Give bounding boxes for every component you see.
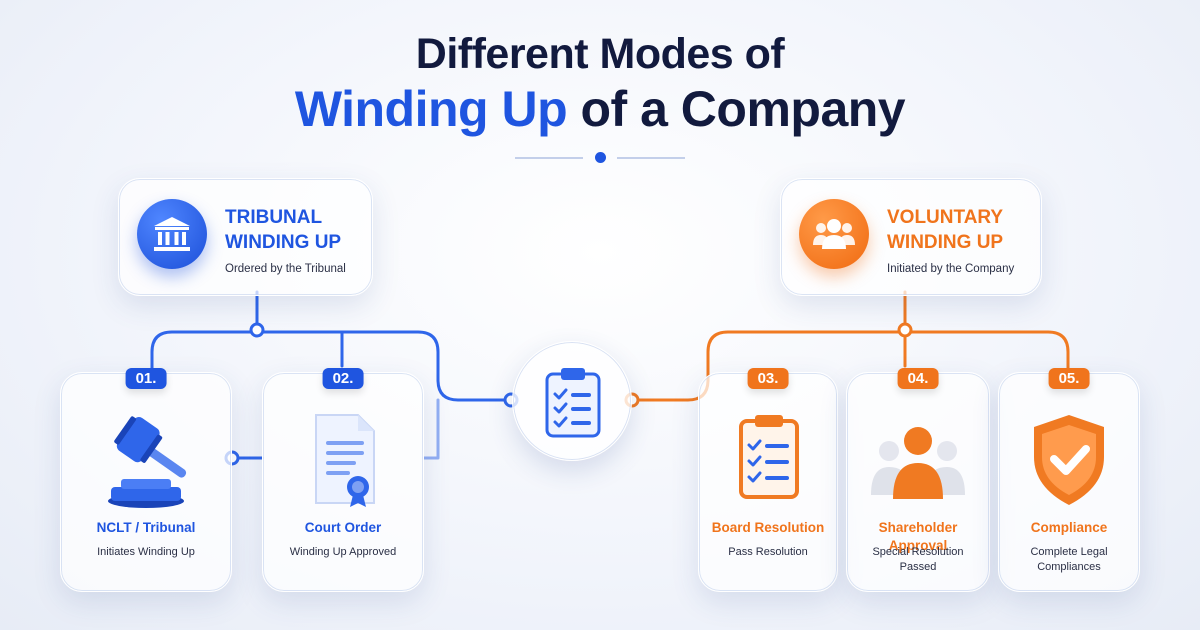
step-number-03: 03. bbox=[747, 368, 789, 389]
step-number-01: 01. bbox=[125, 368, 167, 389]
title-accent: Winding Up bbox=[294, 81, 568, 137]
voluntary-node bbox=[897, 322, 913, 338]
step-desc-05-line1: Complete Legal bbox=[1030, 546, 1108, 558]
step-title-05: Compliance bbox=[1030, 520, 1108, 535]
title-line-2: Winding Up of a Company bbox=[0, 80, 1200, 138]
step-number-04: 04. bbox=[897, 368, 939, 389]
step-title-02: Court Order bbox=[304, 520, 382, 535]
title-line-1: Different Modes of bbox=[415, 30, 785, 78]
voluntary-mode-box: VOLUNTARY WINDING UP Initiated by the Co… bbox=[780, 178, 1042, 296]
central-hub bbox=[512, 341, 632, 461]
step-desc-04-line2: Passed bbox=[899, 561, 937, 573]
step-card-02: 02. Court Order Winding Up Approved bbox=[262, 368, 424, 592]
certificate-document-icon bbox=[315, 414, 375, 507]
step-desc-03: Pass Resolution bbox=[728, 546, 808, 558]
voluntary-title-line1: VOLUNTARY bbox=[887, 207, 1004, 228]
step-card-01: 01. NCLT / Tribunal Initiates Winding Up bbox=[60, 368, 232, 592]
step-title-01: NCLT / Tribunal bbox=[96, 520, 196, 535]
tribunal-node bbox=[249, 322, 265, 338]
clipboard-checklist-icon bbox=[545, 368, 601, 438]
shield-check-icon bbox=[1034, 415, 1104, 505]
clipboard-checklist-icon bbox=[739, 415, 799, 499]
people-icon bbox=[871, 427, 965, 499]
voluntary-title: VOLUNTARY WINDING UP bbox=[887, 205, 1037, 255]
step2-to-branch bbox=[422, 398, 440, 460]
step-number-02: 02. bbox=[322, 368, 364, 389]
tribunal-mode-box: TRIBUNAL WINDING UP Ordered by the Tribu… bbox=[118, 178, 373, 296]
step-title-03: Board Resolution bbox=[711, 520, 825, 535]
step-card-05: 05. Compliance Complete Legal Compliance… bbox=[998, 368, 1140, 592]
group-icon bbox=[799, 199, 869, 269]
step-title-04-line1: Shareholder bbox=[878, 520, 958, 535]
divider-right bbox=[617, 157, 685, 159]
step-card-04: 04. Shareholder Approval Special Resolut… bbox=[846, 368, 990, 592]
title-rest: of a Company bbox=[567, 81, 906, 137]
step-number-05: 05. bbox=[1048, 368, 1090, 389]
step-desc-05-line2: Compliances bbox=[1037, 561, 1101, 573]
voluntary-title-line2: WINDING UP bbox=[887, 232, 1004, 253]
step-title-04: Shareholder Approval bbox=[855, 519, 981, 555]
step-desc-04: Special Resolution Passed bbox=[855, 545, 981, 575]
tribunal-title-line1: TRIBUNAL bbox=[225, 207, 323, 228]
step-title-04-line2: Approval bbox=[888, 538, 948, 553]
voluntary-subtitle: Initiated by the Company bbox=[887, 263, 1015, 275]
divider-dot bbox=[595, 152, 606, 163]
step-desc-02: Winding Up Approved bbox=[289, 546, 397, 558]
courthouse-icon bbox=[137, 199, 207, 269]
tribunal-subtitle: Ordered by the Tribunal bbox=[225, 263, 346, 275]
step-desc-05: Complete Legal Compliances bbox=[1007, 545, 1131, 575]
tribunal-title: TRIBUNAL WINDING UP bbox=[225, 205, 375, 255]
step-card-03: 03. Board Resolution Pass Resolution bbox=[698, 368, 838, 592]
step-desc-01: Initiates Winding Up bbox=[97, 546, 195, 558]
gavel-icon bbox=[108, 416, 187, 508]
divider-left bbox=[515, 157, 583, 159]
tribunal-branch bbox=[150, 330, 506, 402]
step-desc-04-line1: Special Resolution bbox=[872, 546, 964, 558]
tribunal-title-line2: WINDING UP bbox=[225, 232, 342, 253]
